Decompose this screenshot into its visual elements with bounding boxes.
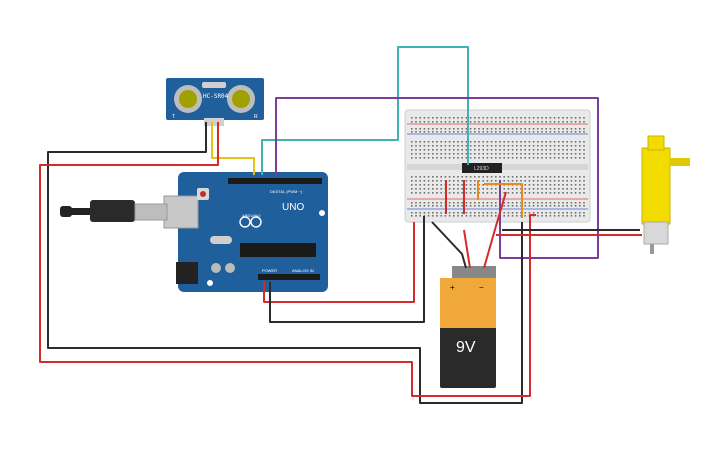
dc-motor [641, 135, 690, 254]
wire-orange-b [484, 183, 523, 218]
wire-red-5v [263, 222, 415, 303]
battery-plus: + [450, 283, 455, 292]
l293d-chip: L293D [462, 163, 502, 173]
analog-pins-label: ANALOG IN [292, 268, 314, 273]
digital-pins-label: DIGITAL (PWM ~) [270, 189, 303, 194]
usb-cable [60, 200, 168, 222]
arduino-uno-board: UNO ARDUINO DIGITAL (PWM ~) POWER ANALOG… [163, 172, 328, 292]
sensor-model-label: HC-SR04 [203, 93, 229, 100]
wire-black-battery [431, 221, 467, 269]
battery-minus: − [479, 283, 484, 292]
wire-purple [275, 97, 599, 259]
sensor-pin-t: T [172, 114, 175, 120]
power-pins-label: POWER [262, 268, 277, 273]
wires [39, 46, 642, 404]
wire-teal [261, 46, 469, 175]
battery-label: 9V [456, 339, 476, 356]
wire-red-battery [483, 191, 507, 269]
wire-black-gnd [269, 216, 425, 323]
arduino-brand-label: ARDUINO [242, 213, 260, 218]
atmega-chip [240, 243, 316, 257]
wire-red-batt2 [463, 229, 471, 269]
driver-label: L293D [474, 166, 489, 172]
wire-red-sensor [39, 122, 536, 397]
reset-button[interactable] [200, 191, 206, 197]
nine-volt-battery: + − 9V [440, 266, 496, 388]
hc-sr04-sensor: HC-SR04 T R [166, 78, 264, 126]
digital-header [228, 178, 322, 184]
wire-yellow [211, 122, 255, 175]
sensor-pin-r: R [254, 114, 258, 120]
power-analog-header [258, 274, 320, 280]
breadboard-holes [411, 117, 585, 217]
wire-black-sensor [47, 122, 523, 404]
arduino-model-label: UNO [282, 202, 304, 213]
